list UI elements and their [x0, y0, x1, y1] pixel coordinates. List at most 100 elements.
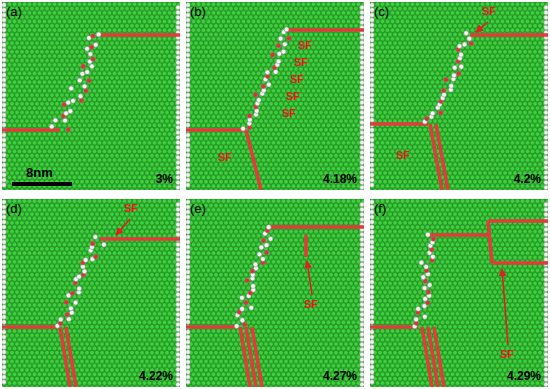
dislocation-atom	[467, 36, 472, 41]
surface-atom	[360, 362, 364, 366]
surface-atom	[544, 105, 548, 109]
surface-atom	[176, 262, 180, 266]
dislocation-atom	[469, 41, 474, 46]
surface-atom	[370, 88, 374, 92]
snapshot-panel: (a)8nm3%	[2, 2, 180, 190]
surface-atom	[360, 165, 364, 169]
dislocation-atom	[93, 42, 98, 47]
surface-atom	[544, 75, 548, 79]
surface-atom	[2, 275, 6, 279]
surface-atom	[370, 305, 374, 309]
surface-atom	[360, 352, 364, 356]
surface-atom	[2, 315, 6, 319]
strain-label: 4.27%	[323, 370, 357, 382]
surface-atom	[186, 200, 190, 204]
snapshot-panel: (f)SF4.29%	[370, 199, 548, 387]
dislocation-atom	[416, 307, 421, 312]
surface-atom	[176, 297, 180, 301]
scale-label: 8nm	[26, 166, 53, 179]
surface-atom	[360, 242, 364, 246]
surface-atom	[186, 330, 190, 334]
surface-atom	[360, 337, 364, 341]
dislocation-atom	[464, 31, 469, 36]
dislocation-atom	[278, 36, 283, 41]
surface-atom	[544, 257, 548, 261]
surface-atom	[370, 350, 374, 354]
surface-atom	[544, 342, 548, 346]
surface-atom	[544, 150, 548, 154]
stacking-fault	[66, 327, 76, 387]
strain-label: 4.29%	[507, 370, 541, 382]
surface-atom	[544, 302, 548, 306]
surface-atom	[186, 270, 190, 274]
dislocation-atom	[102, 242, 107, 247]
surface-atom	[176, 222, 180, 226]
defect-label: SF	[304, 299, 318, 310]
surface-atom	[176, 347, 180, 351]
snapshot-panel: (b)SFSFSFSFSFSF4.18%	[186, 2, 364, 190]
dislocation-atom	[425, 232, 430, 237]
surface-atom	[186, 23, 190, 27]
surface-atom	[2, 250, 6, 254]
surface-atom	[2, 295, 6, 299]
surface-atom	[2, 310, 6, 314]
surface-atom	[544, 90, 548, 94]
surface-atom	[360, 367, 364, 371]
surface-atom	[544, 170, 548, 174]
surface-atom	[2, 255, 6, 259]
surface-atom	[544, 135, 548, 139]
surface-atom	[360, 70, 364, 74]
leader-arrow	[476, 22, 488, 32]
surface-atom	[360, 85, 364, 89]
snapshot	[370, 199, 548, 387]
surface-atom	[360, 257, 364, 261]
surface-atom	[186, 98, 190, 102]
surface-atom	[186, 215, 190, 219]
surface-atom	[360, 170, 364, 174]
surface-atom	[370, 275, 374, 279]
dislocation-atom	[253, 92, 258, 97]
surface-atom	[370, 83, 374, 87]
surface-atom	[186, 225, 190, 229]
surface-atom	[186, 275, 190, 279]
surface-atom	[370, 68, 374, 72]
surface-atom	[360, 65, 364, 69]
dislocation-atom	[91, 34, 96, 39]
surface-atom	[186, 173, 190, 177]
surface-atom	[544, 5, 548, 9]
surface-atom	[186, 355, 190, 359]
surface-atom	[370, 48, 374, 52]
surface-atom	[360, 140, 364, 144]
defect-label: SF	[396, 150, 410, 161]
surface-atom	[2, 205, 6, 209]
surface-atom	[544, 80, 548, 84]
dislocation-atom	[77, 286, 82, 291]
dislocation-atom	[73, 300, 78, 305]
stacking-fault	[470, 33, 548, 37]
surface-atom	[176, 382, 180, 386]
surface-atom	[370, 3, 374, 7]
surface-atom	[360, 327, 364, 331]
surface-atom	[176, 257, 180, 261]
surface-atom	[2, 355, 6, 359]
surface-atom	[186, 360, 190, 364]
surface-atom	[186, 370, 190, 374]
surface-atom	[186, 58, 190, 62]
surface-atom	[370, 168, 374, 172]
dislocation-atom	[244, 300, 249, 305]
surface-atom	[360, 175, 364, 179]
surface-atom	[186, 118, 190, 122]
fcc-lattice	[370, 2, 548, 190]
stacking-fault	[436, 124, 448, 190]
surface-atom	[370, 220, 374, 224]
surface-atom	[544, 377, 548, 381]
dislocation-atom	[234, 324, 239, 329]
dislocation-atom	[431, 237, 436, 242]
surface-atom	[176, 242, 180, 246]
surface-atom	[186, 158, 190, 162]
surface-atom	[186, 285, 190, 289]
surface-atom	[176, 90, 180, 94]
surface-atom	[176, 95, 180, 99]
surface-atom	[176, 105, 180, 109]
